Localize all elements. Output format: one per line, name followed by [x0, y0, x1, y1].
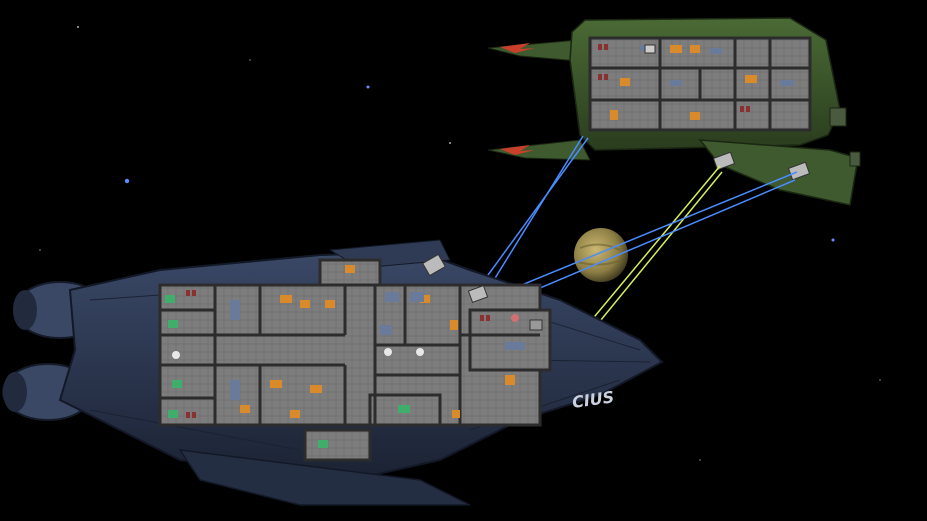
player-ship[interactable]: CIUS	[2, 239, 664, 506]
engine-exhaust	[3, 372, 27, 412]
weapon-beams	[479, 135, 798, 327]
crew-member[interactable]	[416, 348, 424, 356]
blue-beam	[479, 137, 589, 287]
star	[39, 249, 41, 251]
yellow-beam	[595, 171, 723, 327]
lower-fin	[178, 449, 471, 506]
player-weapon[interactable]	[422, 253, 446, 277]
enemy-ship[interactable]	[487, 17, 861, 206]
enemy-flame-decal	[500, 145, 535, 155]
crew-member[interactable]	[511, 314, 519, 322]
enemy-turret[interactable]	[644, 44, 656, 54]
crew-member[interactable]	[384, 348, 392, 356]
enemy-weapon-pod	[698, 139, 859, 206]
engine-exhaust	[13, 290, 37, 330]
blue-beam	[489, 171, 798, 299]
player-weapon[interactable]	[467, 284, 489, 304]
starfield	[39, 26, 881, 461]
star	[77, 26, 79, 28]
star	[249, 59, 251, 61]
star	[449, 142, 451, 144]
yellow-beam	[589, 165, 721, 323]
blue-beam	[499, 179, 796, 306]
enemy-engine	[829, 107, 847, 127]
star	[879, 379, 881, 381]
crew-member[interactable]	[172, 351, 180, 359]
enemy-engine	[849, 151, 861, 167]
enemy-lower-wing	[487, 139, 591, 161]
enemy-turret[interactable]	[712, 151, 736, 171]
enemy-flame-decal	[500, 43, 535, 53]
player-interior	[158, 258, 552, 462]
blue-beam	[483, 135, 584, 297]
star	[124, 178, 130, 184]
player-weapon[interactable]	[529, 319, 543, 331]
star	[699, 459, 701, 461]
star	[831, 238, 835, 242]
star	[366, 85, 370, 89]
